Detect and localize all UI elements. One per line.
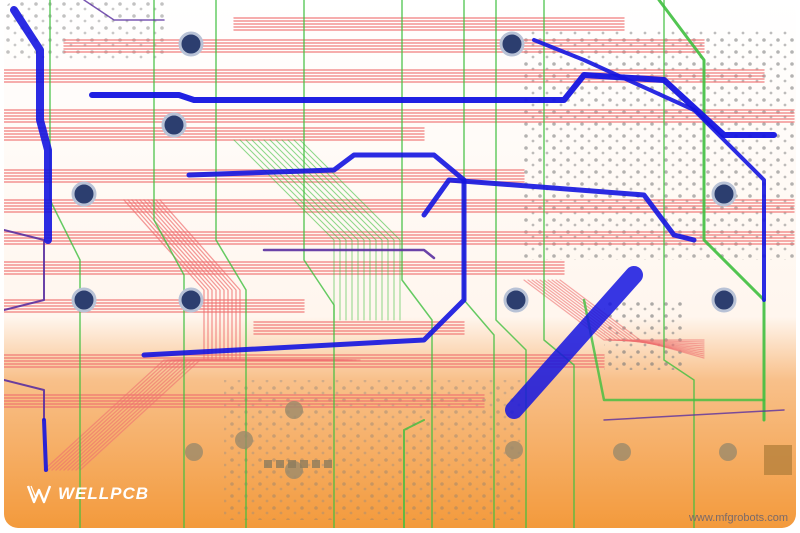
mounting-hole xyxy=(71,287,97,313)
pad xyxy=(285,401,303,419)
green-trace xyxy=(287,139,389,321)
square-pad xyxy=(764,445,792,475)
blue-trace xyxy=(505,266,643,419)
purple-trace xyxy=(83,0,165,21)
green-trace xyxy=(663,0,695,528)
purple-trace xyxy=(262,248,436,260)
red-trace xyxy=(539,279,705,349)
mounting-hole xyxy=(71,181,97,207)
pad-row-bottom xyxy=(185,401,792,479)
red-trace xyxy=(139,199,221,361)
smd-pad xyxy=(324,460,332,468)
purple-trace-layer xyxy=(4,0,785,421)
mounting-hole xyxy=(711,287,737,313)
blue-trace xyxy=(421,177,697,243)
blue-trace xyxy=(42,418,48,472)
green-trace xyxy=(657,0,766,422)
blue-trace xyxy=(10,6,52,244)
pad xyxy=(505,441,523,459)
green-trace xyxy=(403,419,425,528)
red-trace xyxy=(155,199,237,361)
red-trace xyxy=(535,279,705,347)
red-trace xyxy=(547,279,705,353)
blue-trace xyxy=(532,38,766,302)
smd-pad xyxy=(276,460,284,468)
red-trace xyxy=(531,279,705,345)
green-trace xyxy=(401,0,433,528)
green-trace xyxy=(215,0,247,528)
wellpcb-logo-icon xyxy=(26,485,52,504)
smd-pad xyxy=(312,460,320,468)
green-trace xyxy=(463,0,495,528)
red-trace xyxy=(135,199,217,361)
via-field-right xyxy=(524,30,794,260)
green-trace xyxy=(495,0,527,528)
wellpcb-logo: WELLPCB xyxy=(26,482,149,506)
blue-trace xyxy=(89,72,777,138)
red-trace xyxy=(79,359,361,471)
logo-brand-text: WELLPCB xyxy=(58,484,150,503)
red-trace xyxy=(551,279,705,355)
red-trace xyxy=(143,199,225,361)
red-trace xyxy=(523,279,705,341)
red-trace xyxy=(543,279,705,351)
red-trace xyxy=(555,279,705,357)
purple-trace xyxy=(4,229,45,311)
red-trace xyxy=(123,199,205,361)
mounting-hole xyxy=(161,112,187,138)
mounting-hole xyxy=(503,287,529,313)
pcb-layout-graphic xyxy=(4,0,796,528)
green-trace xyxy=(153,0,185,528)
green-trace xyxy=(299,139,401,321)
purple-trace xyxy=(603,409,785,421)
green-trace xyxy=(293,139,395,321)
green-trace xyxy=(281,139,383,321)
blue-trace xyxy=(141,152,467,358)
green-trace xyxy=(49,0,81,528)
pad xyxy=(719,443,737,461)
watermark-text: www.mfgrobots.com xyxy=(688,512,788,524)
red-trace xyxy=(527,279,705,343)
mounting-hole xyxy=(178,31,204,57)
mounting-hole xyxy=(178,287,204,313)
mounting-hole xyxy=(499,31,525,57)
pad xyxy=(613,443,631,461)
smd-pad xyxy=(300,460,308,468)
mounting-holes xyxy=(71,31,737,313)
pad xyxy=(235,431,253,449)
mounting-hole xyxy=(711,181,737,207)
red-trace xyxy=(147,199,229,361)
bga-via-array xyxy=(604,300,684,370)
green-trace xyxy=(303,0,335,528)
red-trace xyxy=(159,199,241,361)
blue-trace-layer xyxy=(10,6,777,472)
pcb-photo: WELLPCB www.mfgrobots.com xyxy=(4,0,796,528)
red-trace xyxy=(151,199,233,361)
smd-pad xyxy=(264,460,272,468)
smd-pad xyxy=(288,460,296,468)
pad xyxy=(185,443,203,461)
red-trace xyxy=(559,279,705,359)
purple-trace xyxy=(4,379,45,421)
red-trace xyxy=(127,199,209,361)
